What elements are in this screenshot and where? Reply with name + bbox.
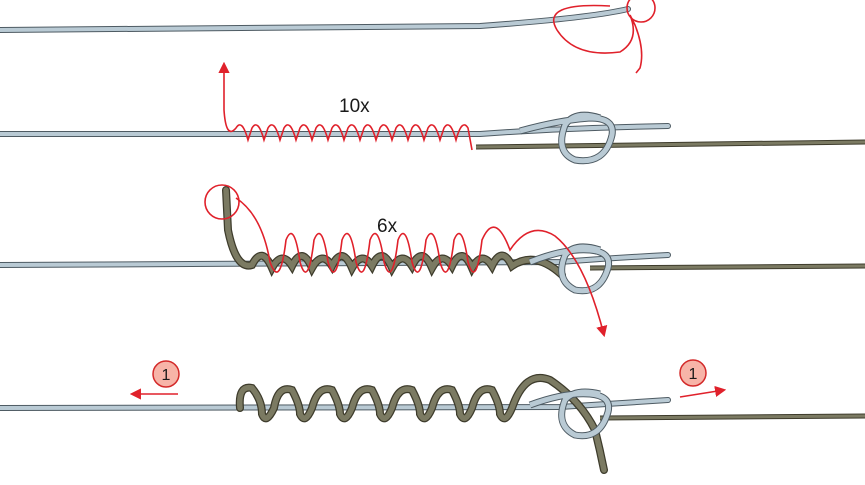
wrap-count-label: 10x bbox=[339, 96, 370, 117]
step-2: 10x bbox=[0, 61, 865, 165]
braid-line-fill bbox=[599, 414, 865, 420]
mono-line-fill bbox=[0, 7, 630, 32]
red-highlight-circle bbox=[626, 0, 656, 23]
step-1 bbox=[0, 0, 656, 74]
step-3: 6x bbox=[0, 184, 865, 338]
mono-knot-loop-fill bbox=[529, 389, 612, 439]
pull-right-arrow bbox=[679, 385, 727, 398]
red-wrap-path bbox=[235, 197, 608, 338]
pull-badge-label: 1 bbox=[162, 367, 171, 384]
red-highlight-circle bbox=[204, 184, 240, 220]
mono-knot-loop-fill bbox=[529, 244, 612, 294]
red-wrap-path bbox=[218, 61, 473, 151]
red-guide-loop bbox=[552, 4, 643, 74]
braid-line-fill bbox=[589, 264, 865, 270]
step-4: 1 1 bbox=[0, 359, 865, 474]
braid-line-fill bbox=[475, 140, 865, 149]
braid-wrap-coil-fill bbox=[237, 375, 607, 473]
braid-wrap-coil-fill bbox=[223, 187, 565, 278]
pull-right-indicator: 1 bbox=[679, 359, 727, 398]
pull-badge bbox=[152, 360, 180, 388]
wrap-count-label: 6x bbox=[377, 216, 398, 237]
pull-left-indicator: 1 bbox=[129, 360, 180, 400]
pull-badge-label: 1 bbox=[689, 366, 698, 383]
pull-badge bbox=[679, 359, 707, 387]
mono-knot-loop-fill bbox=[519, 112, 615, 164]
